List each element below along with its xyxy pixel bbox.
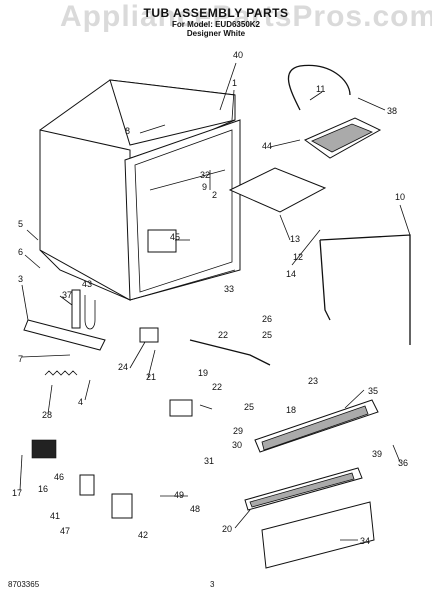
part-label-29: 29 <box>233 426 243 436</box>
part-label-25: 25 <box>262 330 272 340</box>
part-label-16: 16 <box>38 484 48 494</box>
part-label-13: 13 <box>290 234 300 244</box>
part-label-39: 39 <box>372 449 382 459</box>
part-label-20: 20 <box>222 524 232 534</box>
part-label-11: 11 <box>316 84 325 94</box>
color-line: Designer White <box>186 29 246 38</box>
toe-panel-upper-face <box>261 405 369 451</box>
document-number: 8703365 <box>8 580 40 589</box>
part-label-6: 6 <box>18 247 23 257</box>
part-label-10: 10 <box>395 192 405 202</box>
part-label-17: 17 <box>12 488 22 498</box>
filter-basket <box>303 117 382 159</box>
part-label-26: 26 <box>262 314 272 324</box>
part-label-25: 25 <box>244 402 254 412</box>
part-label-4: 4 <box>78 397 83 407</box>
part-label-32: 32 <box>200 170 210 180</box>
toe-panel-lower <box>261 501 375 569</box>
part-label-48: 48 <box>190 504 200 514</box>
part-label-23: 23 <box>308 376 318 386</box>
watermark: AppliancePartsPros.com <box>60 0 432 33</box>
part-label-44: 44 <box>262 141 272 151</box>
part-label-7: 7 <box>18 354 23 364</box>
part-label-28: 28 <box>42 410 52 420</box>
part-label-41: 41 <box>50 511 60 521</box>
part-label-5: 5 <box>18 219 23 229</box>
part-label-36: 36 <box>398 458 408 468</box>
page-number: 3 <box>210 580 215 589</box>
hook-43 <box>84 295 96 330</box>
part-label-43: 43 <box>82 279 92 289</box>
terminal-block <box>31 439 57 459</box>
diagram-title: TUB ASSEMBLY PARTS <box>143 6 289 20</box>
side-rail <box>319 234 411 345</box>
part-label-19: 19 <box>198 368 208 378</box>
part-label-2: 2 <box>212 190 217 200</box>
part-label-14: 14 <box>286 269 296 279</box>
part-label-37: 37 <box>62 290 72 300</box>
vent-cover <box>228 167 327 213</box>
part-label-22: 22 <box>218 330 228 340</box>
part-label-1: 1 <box>232 78 237 88</box>
box-42 <box>111 493 133 519</box>
part-label-46: 46 <box>54 472 64 482</box>
part-label-33: 33 <box>224 284 234 294</box>
part-label-47: 47 <box>60 526 70 536</box>
part-label-40: 40 <box>233 50 243 60</box>
bracket-37 <box>71 289 81 329</box>
part-label-3: 3 <box>18 274 23 284</box>
part-label-34: 34 <box>360 536 370 546</box>
tub-assembly <box>39 79 241 301</box>
part-label-38: 38 <box>387 106 397 116</box>
actuator <box>169 399 193 417</box>
part-label-22: 22 <box>212 382 222 392</box>
part-label-18: 18 <box>286 405 296 415</box>
part-label-12: 12 <box>293 252 303 262</box>
model-line: For Model: EUD6350K2 <box>171 20 261 29</box>
hinge <box>139 327 159 343</box>
leader-lines <box>19 62 411 541</box>
spring <box>44 370 78 376</box>
part-label-31: 31 <box>204 456 214 466</box>
part-label-30: 30 <box>232 440 242 450</box>
clip-41 <box>79 474 95 496</box>
part-label-8: 8 <box>125 126 130 136</box>
part-label-42: 42 <box>138 530 148 540</box>
hose <box>287 64 351 111</box>
toe-panel-mid-face <box>249 472 355 508</box>
part-label-21: 21 <box>146 372 156 382</box>
part-label-35: 35 <box>368 386 378 396</box>
side-bracket <box>23 319 106 351</box>
inlet-tube <box>189 339 271 366</box>
part-label-45: 45 <box>170 232 180 242</box>
part-label-24: 24 <box>118 362 128 372</box>
part-label-9: 9 <box>202 182 207 192</box>
part-label-49: 49 <box>174 490 184 500</box>
